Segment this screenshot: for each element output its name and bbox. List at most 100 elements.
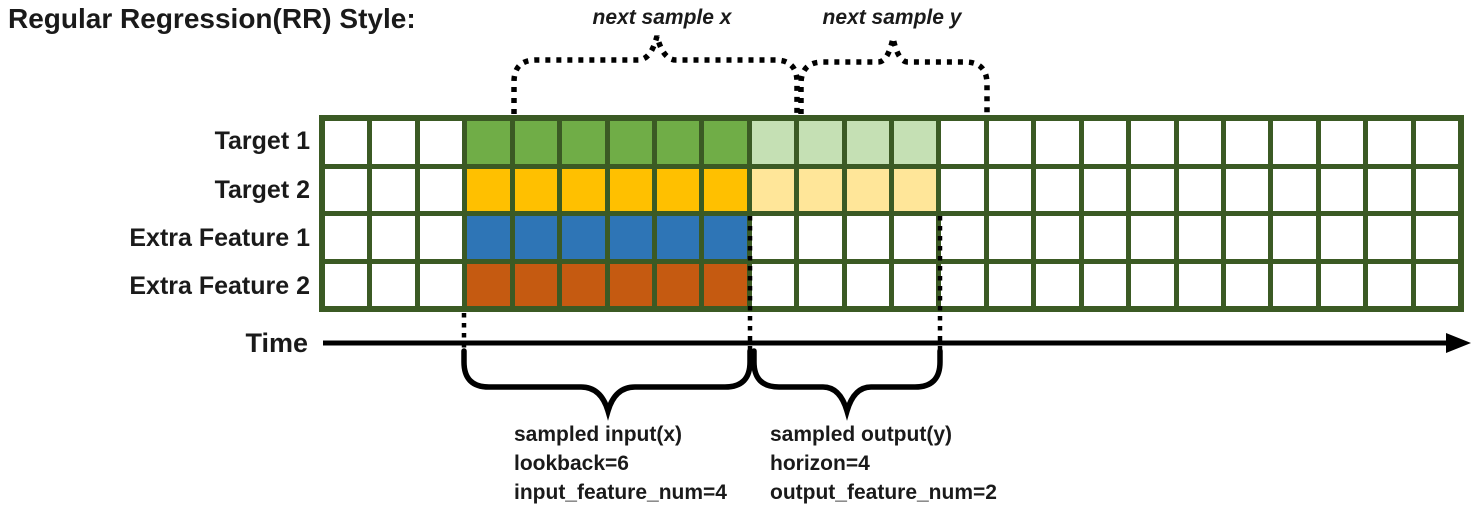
grid-cell [1036, 121, 1079, 164]
grid-cell [1178, 121, 1221, 164]
grid-cell [325, 121, 368, 164]
grid-cell [1320, 216, 1364, 259]
grid-cell [751, 121, 795, 164]
grid-cell [846, 168, 889, 211]
grid-cell [372, 168, 415, 211]
grid-cell [941, 168, 984, 211]
grid-cell [1273, 216, 1316, 259]
grid-cell [514, 216, 558, 259]
grid-cell [988, 263, 1032, 306]
grid-cell [988, 121, 1032, 164]
grid-cell [799, 121, 842, 164]
next-sample-x-brace [511, 35, 800, 114]
grid-cell [988, 216, 1032, 259]
grid-cell [894, 216, 937, 259]
grid-cell [1225, 263, 1269, 306]
grid-cell [419, 216, 463, 259]
time-axis-label: Time [245, 328, 308, 358]
grid-cell [1083, 216, 1127, 259]
grid-cell [1320, 168, 1364, 211]
grid-cell [419, 121, 463, 164]
sampled-output-brace [751, 348, 943, 421]
grid-cell [609, 121, 652, 164]
grid-cell [1368, 216, 1411, 259]
grid-cell [1178, 216, 1221, 259]
sampled-input-title: sampled input(x) [514, 423, 683, 446]
grid-cell [988, 168, 1032, 211]
grid-cell [514, 168, 558, 211]
sampled-input-annotation: sampled input(x) lookback=6 input_featur… [514, 420, 727, 507]
grid-cell [1083, 121, 1127, 164]
time-grid [319, 115, 1464, 312]
grid-cell [325, 168, 368, 211]
input-feature-num-value: input_feature_num=4 [514, 481, 727, 504]
grid-cell [704, 216, 747, 259]
grid-cell [751, 168, 795, 211]
grid-cell [372, 263, 415, 306]
grid-cell [1131, 216, 1174, 259]
grid-cell [1415, 263, 1458, 306]
grid-cell [799, 216, 842, 259]
grid-cell [704, 168, 747, 211]
grid-cell [514, 121, 558, 164]
grid-cell [1368, 168, 1411, 211]
grid-cell [846, 263, 889, 306]
grid-cell [894, 263, 937, 306]
sampled-output-title: sampled output(y) [770, 423, 952, 446]
time-axis-arrowhead [1446, 333, 1471, 353]
grid-cell [704, 263, 747, 306]
grid-cell [325, 216, 368, 259]
grid-cell [1415, 121, 1458, 164]
grid-cell [467, 216, 510, 259]
row-label: Target 2 [214, 176, 310, 204]
row-label: Extra Feature 2 [129, 272, 310, 300]
grid-cell [562, 216, 605, 259]
grid-cell [799, 168, 842, 211]
horizon-value: horizon=4 [770, 452, 870, 475]
grid-cell [704, 121, 747, 164]
grid-cell [1225, 216, 1269, 259]
grid-cell [609, 263, 652, 306]
grid-cell [562, 263, 605, 306]
grid-cell [562, 121, 605, 164]
grid-cell [467, 168, 510, 211]
grid-cell [514, 263, 558, 306]
sampled-output-annotation: sampled output(y) horizon=4 output_featu… [770, 420, 997, 507]
grid-cell [656, 168, 700, 211]
grid-cell [941, 121, 984, 164]
grid-cell [1083, 168, 1127, 211]
grid-cell [467, 121, 510, 164]
grid-cell [1178, 168, 1221, 211]
grid-cell [467, 263, 510, 306]
grid-cell [1178, 263, 1221, 306]
grid-cell [1415, 168, 1458, 211]
grid-cell [656, 121, 700, 164]
grid-cell [1131, 121, 1174, 164]
next-sample-y-brace [798, 37, 990, 114]
grid-cell [1273, 121, 1316, 164]
output-feature-num-value: output_feature_num=2 [770, 481, 997, 504]
grid-cell [1320, 263, 1364, 306]
grid-cell [419, 263, 463, 306]
grid-cell [562, 168, 605, 211]
grid-cell [1320, 121, 1364, 164]
grid-cell [1415, 216, 1458, 259]
next-sample-y-label: next sample y [822, 6, 962, 29]
grid-cell [846, 216, 889, 259]
row-label: Target 1 [214, 127, 310, 155]
grid-cell [1273, 168, 1316, 211]
grid-cell [894, 121, 937, 164]
grid-cell [1131, 168, 1174, 211]
page-title: Regular Regression(RR) Style: [8, 3, 416, 34]
grid-cell [1368, 263, 1411, 306]
grid-cell [941, 263, 984, 306]
grid-cell [1083, 263, 1127, 306]
grid-cell [894, 168, 937, 211]
grid-cell [1131, 263, 1174, 306]
grid-cell [656, 216, 700, 259]
grid-cell [325, 263, 368, 306]
grid-cell [609, 168, 652, 211]
grid-cell [751, 263, 795, 306]
sampled-input-brace [461, 348, 753, 421]
